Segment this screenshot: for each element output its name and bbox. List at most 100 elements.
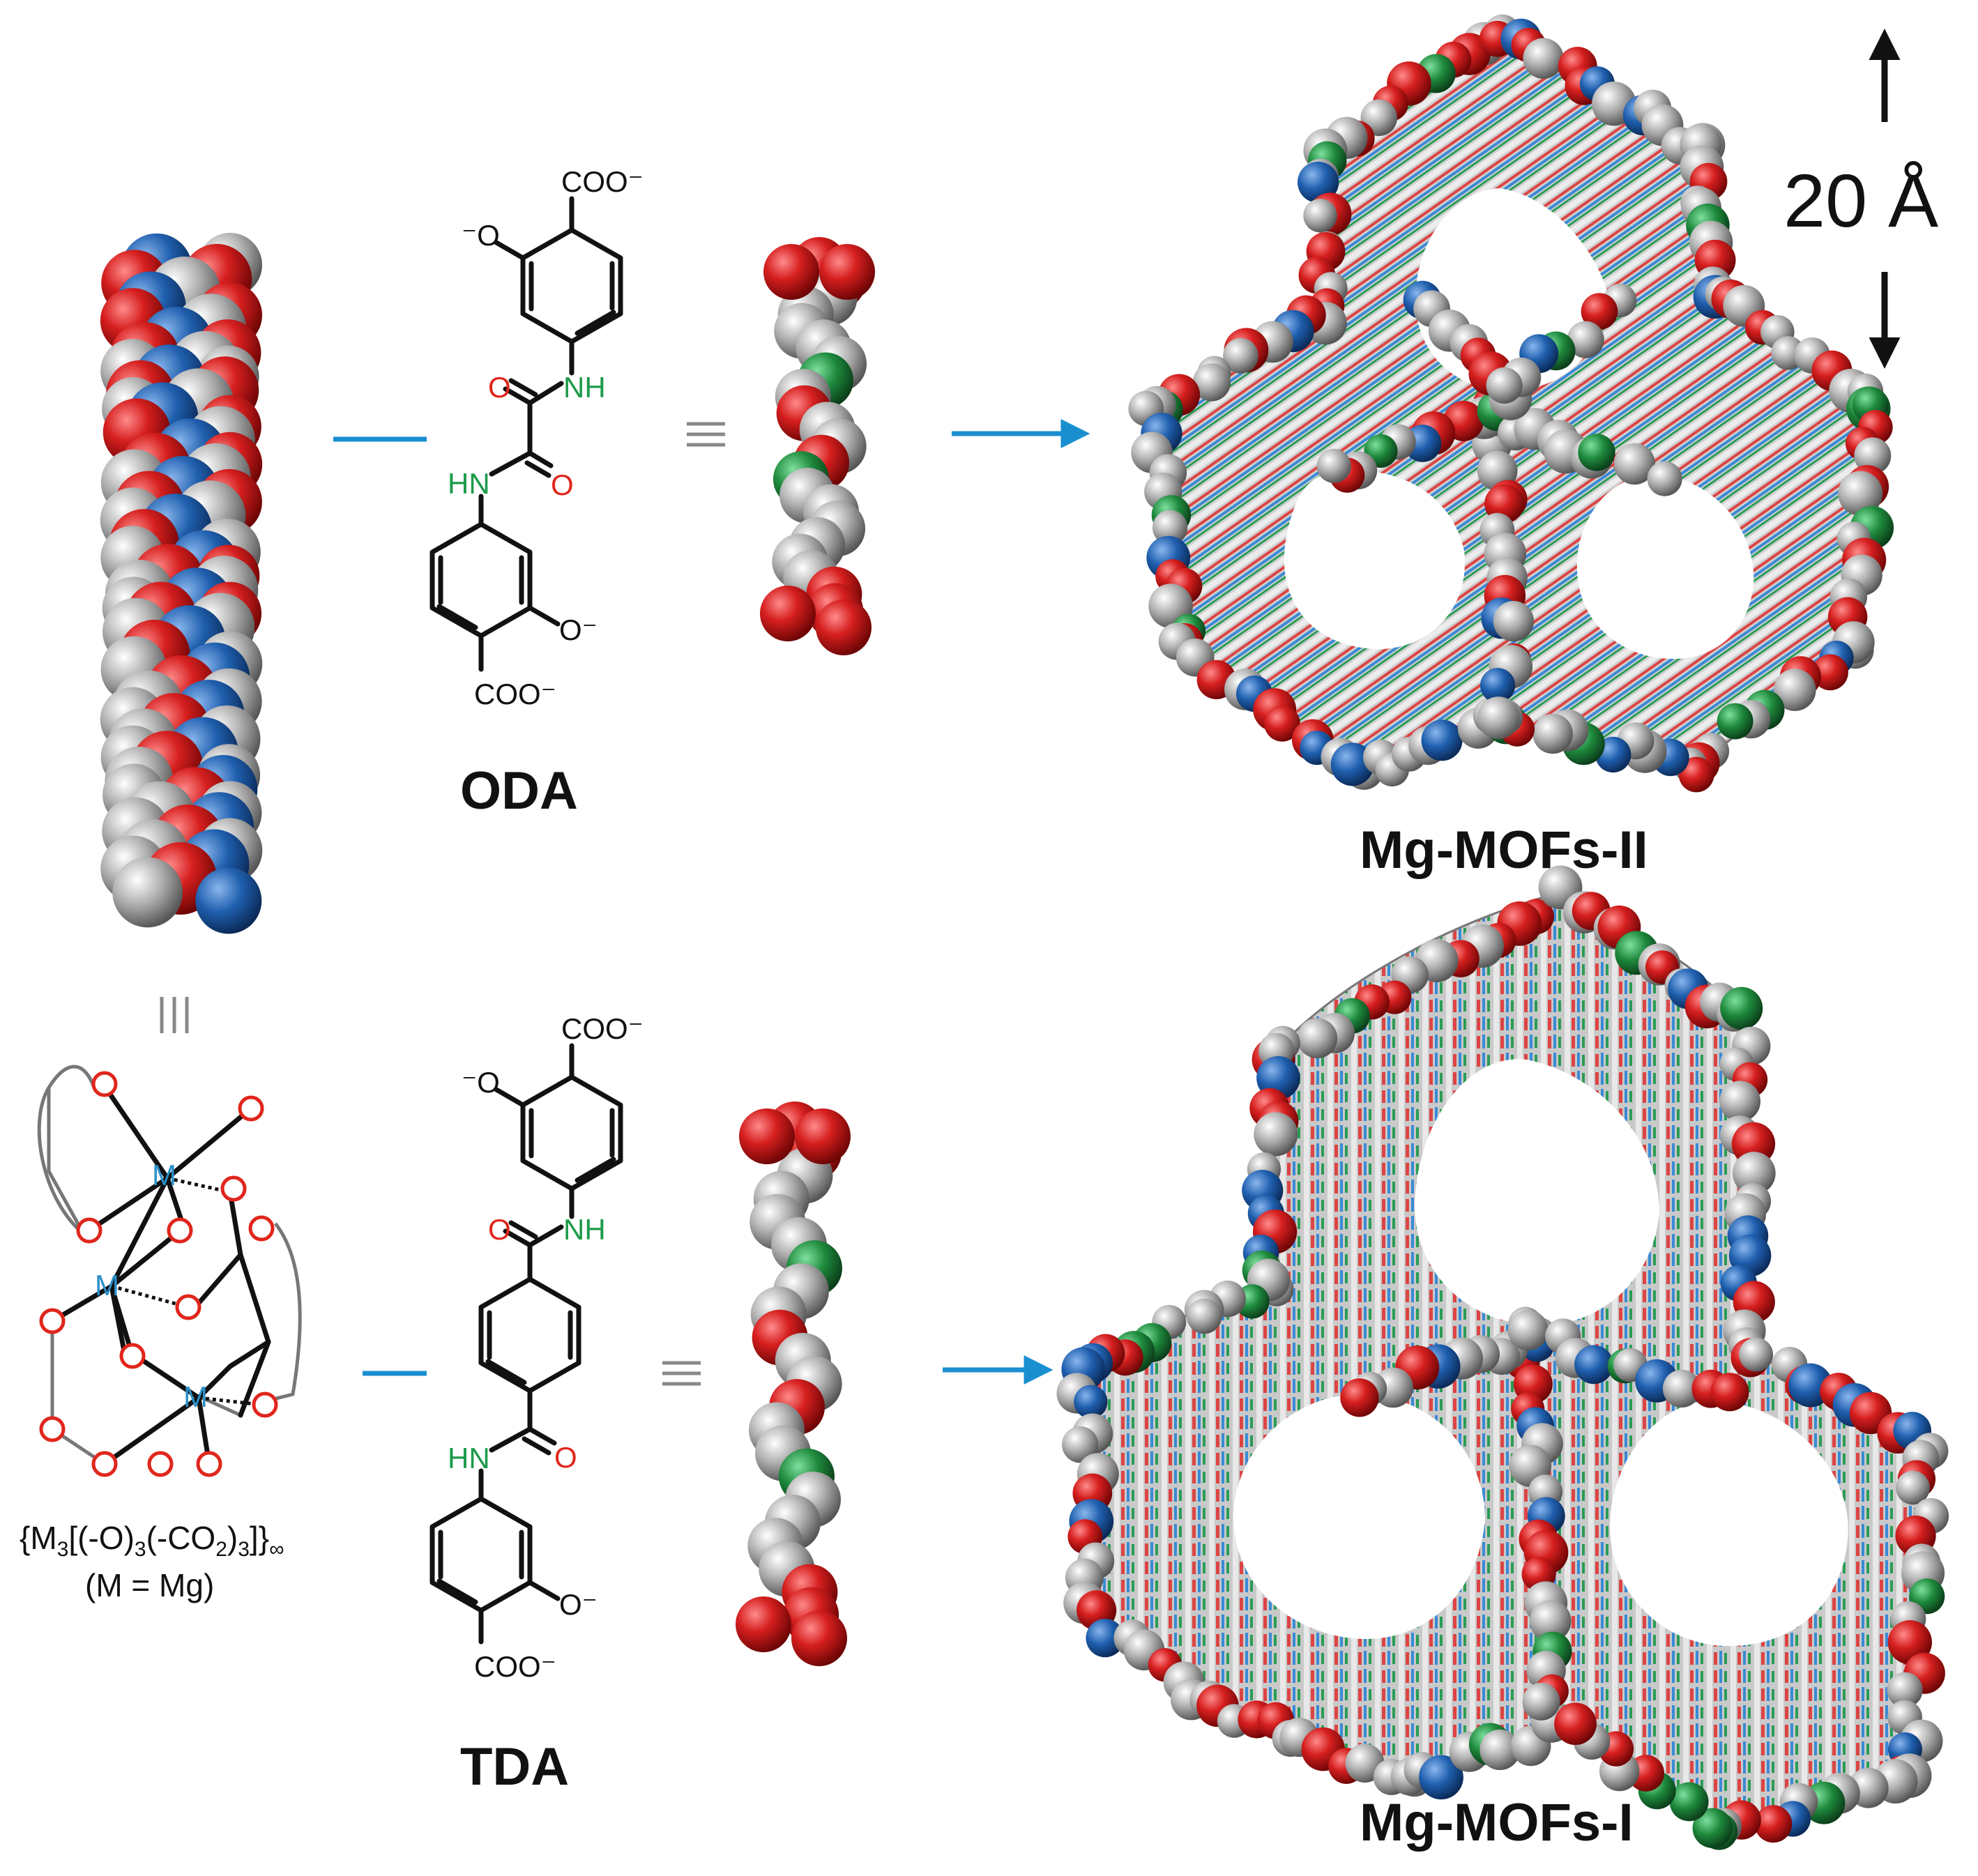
mof-atom bbox=[1493, 601, 1535, 642]
mof-atom bbox=[1186, 1298, 1222, 1334]
mof-atom bbox=[1887, 1672, 1923, 1708]
tda-structure: COO⁻ ⁻O NH O O HN O⁻ COO⁻ TDA bbox=[429, 1012, 644, 1797]
linker-atom bbox=[739, 1108, 795, 1164]
oda-oxygen-1: O bbox=[488, 371, 511, 404]
sbu-oxygen-marker bbox=[119, 1343, 146, 1369]
mof-atom bbox=[1223, 337, 1258, 374]
sbu-oxygen-marker bbox=[76, 1217, 102, 1244]
sbu-structure: M M M {M3[(-O)3(-CO2)3]}∞ (M = Mg) bbox=[20, 1065, 302, 1603]
mof-atom bbox=[1720, 986, 1763, 1030]
mof-atom bbox=[1480, 668, 1516, 703]
oda-phenolate-top: ⁻O bbox=[462, 219, 500, 252]
linker-atom bbox=[791, 1610, 847, 1666]
mof-atom bbox=[1330, 742, 1374, 786]
tda-oxygen-1: O bbox=[488, 1213, 511, 1246]
mof-atom bbox=[1074, 1385, 1108, 1419]
oda-space-filling-model bbox=[760, 237, 875, 655]
sbu-oxygen-marker bbox=[238, 1095, 264, 1122]
mof-atom bbox=[1692, 1808, 1733, 1848]
mof-atom bbox=[1152, 510, 1188, 545]
mof-atom bbox=[1254, 1112, 1298, 1157]
mof-atom bbox=[1719, 1081, 1761, 1122]
mof-ii-pore-left bbox=[1284, 470, 1465, 650]
tda-nh-label: NH bbox=[563, 1213, 606, 1246]
mof-atom bbox=[1574, 1345, 1613, 1385]
mof-atom bbox=[1316, 448, 1351, 483]
mof-atom bbox=[1717, 703, 1753, 740]
mof-atom bbox=[1062, 1426, 1099, 1463]
mof-atom bbox=[1678, 756, 1714, 793]
oda-nh-label: NH bbox=[563, 371, 606, 404]
scale-label: 20 Å bbox=[1783, 158, 1938, 243]
mof-atom bbox=[1477, 696, 1520, 740]
oda-hn-label: HN bbox=[448, 467, 490, 500]
mof-atom bbox=[1522, 1682, 1560, 1721]
mof-ii-framework: Mg-MOFs-II bbox=[1128, 14, 1894, 880]
mof-atom bbox=[1479, 1729, 1521, 1771]
mof-atom bbox=[1532, 713, 1573, 754]
scale-bar: 20 Å bbox=[1783, 29, 1938, 369]
mof-atom bbox=[1297, 1018, 1338, 1059]
mof-ii-atoms bbox=[1128, 14, 1894, 793]
linker-atom bbox=[819, 244, 875, 300]
mof-atom bbox=[1264, 706, 1300, 742]
mof-atom bbox=[1578, 434, 1615, 471]
rod-atom bbox=[112, 857, 183, 928]
sbu-oxygen-marker bbox=[167, 1217, 193, 1244]
mof-ii-pore-right bbox=[1576, 474, 1754, 659]
sbu-formula: {M3[(-O)3(-CO2)3]}∞ bbox=[20, 1520, 284, 1561]
tda-top-coo: COO⁻ bbox=[561, 1012, 644, 1045]
sbu-oxygen-marker bbox=[147, 1451, 174, 1477]
oda-oxygen-2: O bbox=[551, 468, 574, 501]
sbu-metal-note: (M = Mg) bbox=[85, 1567, 214, 1603]
sbu-oxygen-marker bbox=[175, 1294, 201, 1320]
mof-ii-label: Mg-MOFs-II bbox=[1360, 821, 1648, 880]
sbu-metal-2: M bbox=[95, 1269, 119, 1302]
mof-atom bbox=[1613, 443, 1656, 485]
mof-atom bbox=[1086, 1619, 1125, 1658]
mof-i-pore-right bbox=[1610, 1401, 1848, 1647]
equivalent-sign-rod bbox=[160, 997, 189, 1033]
tda-phenolate-bottom: O⁻ bbox=[559, 1588, 598, 1621]
mof-atom bbox=[1710, 1373, 1749, 1412]
mof-atom bbox=[1486, 367, 1523, 404]
sbu-oxygen-marker bbox=[248, 1215, 275, 1242]
sbu-oxygen-marker bbox=[196, 1451, 222, 1477]
tda-oxygen-2: O bbox=[554, 1441, 577, 1474]
mof-atom bbox=[1812, 654, 1848, 691]
sbu-rod-model bbox=[100, 233, 263, 934]
rod-atom bbox=[195, 867, 262, 934]
mof-atom bbox=[1297, 161, 1339, 204]
mof-i-label: Mg-MOFs-I bbox=[1360, 1793, 1634, 1852]
mof-atom bbox=[1754, 1805, 1793, 1843]
tda-name: TDA bbox=[460, 1737, 569, 1797]
mof-atom bbox=[1523, 38, 1564, 79]
linker-atom bbox=[795, 1108, 851, 1164]
sbu-oxygen-marker bbox=[252, 1391, 278, 1418]
mof-atom bbox=[1838, 471, 1883, 516]
mof-atom bbox=[1421, 719, 1463, 761]
linker-atom bbox=[816, 600, 872, 655]
oda-top-coo: COO⁻ bbox=[561, 165, 644, 198]
mof-i-framework: Mg-MOFs-I bbox=[1056, 865, 1949, 1852]
linker-atom bbox=[736, 1596, 791, 1652]
sbu-oxygen-marker bbox=[91, 1071, 118, 1097]
mof-i-pore-left bbox=[1233, 1394, 1485, 1639]
mof-atom bbox=[1732, 1152, 1776, 1195]
oda-structure: COO⁻ ⁻O NH HN O O O⁻ COO⁻ ODA bbox=[429, 165, 644, 821]
sbu-oxygen-marker bbox=[39, 1308, 66, 1334]
mof-atom bbox=[1669, 1782, 1709, 1822]
mof-atom bbox=[1419, 1755, 1463, 1800]
linker-atom bbox=[763, 244, 819, 300]
oda-bottom-coo: COO⁻ bbox=[474, 678, 556, 710]
equivalent-sign-tda bbox=[662, 1361, 701, 1386]
mof-atom bbox=[1739, 1337, 1774, 1372]
mof-atom bbox=[1647, 461, 1682, 496]
tda-hn-label: HN bbox=[448, 1442, 490, 1474]
mof-atom bbox=[1303, 199, 1337, 233]
sbu-oxygen-marker bbox=[39, 1416, 66, 1442]
mof-atom bbox=[1192, 363, 1231, 402]
oda-name: ODA bbox=[460, 761, 578, 821]
sbu-metal-1: M bbox=[152, 1159, 176, 1191]
